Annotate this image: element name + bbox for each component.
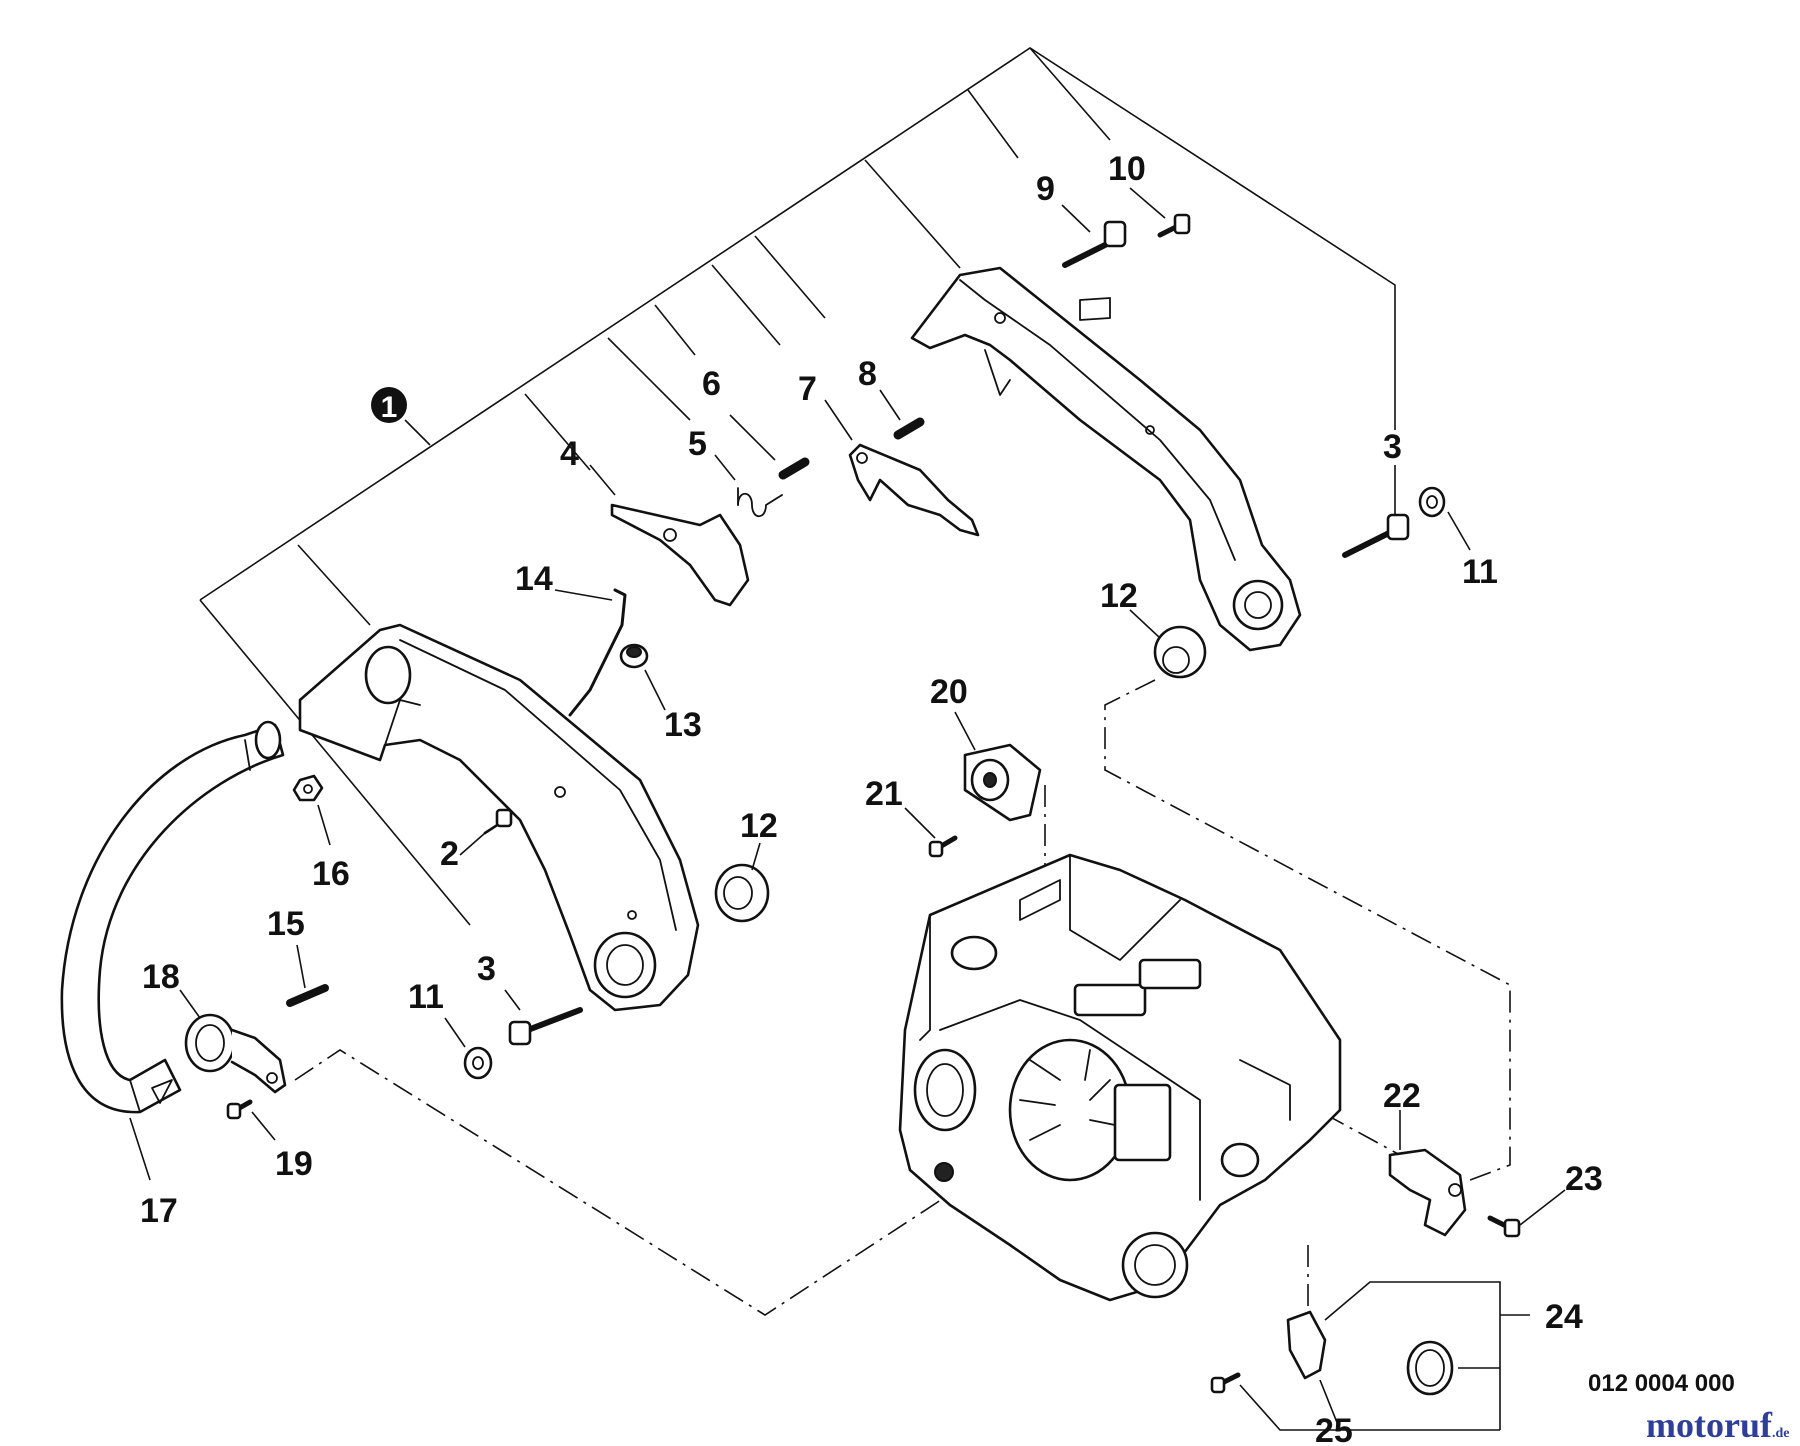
- callout-25: 25: [1315, 1412, 1353, 1444]
- part-12-damper-front: [714, 863, 770, 923]
- callout-14: 14: [515, 560, 553, 598]
- part-24-ring: [1406, 1340, 1454, 1396]
- part-20-mount: [963, 743, 1042, 822]
- part-11-washer-front: [463, 1046, 493, 1080]
- part-11-washer-rear: [1418, 486, 1446, 518]
- callout-7: 7: [798, 370, 817, 408]
- part-4-lever: [610, 503, 750, 607]
- callout-21: 21: [865, 775, 903, 813]
- part-22-bracket: [1388, 1148, 1467, 1237]
- callout-11: 11: [408, 978, 444, 1016]
- callout-4: 4: [560, 435, 579, 473]
- part-18-mount: [184, 1013, 287, 1094]
- callout-24: 24: [1545, 1298, 1583, 1336]
- callout-15: 15: [267, 905, 305, 943]
- front-handlebar: [60, 720, 285, 1114]
- callout-5: 5: [688, 425, 707, 463]
- callout-8: 8: [858, 355, 877, 393]
- part-16-nut: [292, 774, 324, 802]
- part-25-screw: [1210, 1372, 1241, 1394]
- callout-12: 12: [740, 807, 778, 845]
- part-3-bolt-front: [508, 1007, 583, 1046]
- callout-11: 11: [1462, 553, 1498, 591]
- callout-16: 16: [312, 855, 350, 893]
- callout-13: 13: [664, 706, 702, 744]
- callout-3: 3: [477, 950, 496, 988]
- callout-9: 9: [1036, 170, 1055, 208]
- part-19-screw: [226, 1099, 253, 1120]
- callout-20: 20: [930, 673, 968, 711]
- callout-23: 23: [1565, 1160, 1603, 1198]
- part-21-screw: [928, 835, 958, 858]
- part-14-rod: [568, 588, 627, 717]
- drawing-code: 012 0004 000: [1588, 1370, 1735, 1397]
- rear-handle: [910, 266, 1302, 652]
- part-10-screw: [1157, 213, 1191, 238]
- callout-6: 6: [702, 365, 721, 403]
- callout-19: 19: [275, 1145, 313, 1183]
- part-5-spring: [737, 487, 783, 518]
- assembly-callout-number: 1: [381, 391, 398, 424]
- callout-18: 18: [142, 958, 180, 996]
- callout-22: 22: [1383, 1077, 1421, 1115]
- part-9-bolt: [1062, 220, 1127, 268]
- callout-leader-lines: [129, 187, 1566, 1431]
- engine-crankcase: [898, 853, 1342, 1302]
- part-2-screw: [483, 808, 513, 835]
- part-12-damper-rear: [1153, 625, 1207, 679]
- callout-numbers: 2 3 3 4 5 6 7 8 9 10 11 11 12 12 13 14 1…: [140, 150, 1603, 1444]
- front-handle-body: [298, 623, 700, 1012]
- part-15-stud: [286, 984, 329, 1007]
- callout-17: 17: [140, 1192, 178, 1230]
- part-23-screw: [1487, 1215, 1521, 1238]
- part-24-clip: [1286, 1310, 1327, 1380]
- watermark-name: motoruf: [1646, 1405, 1772, 1445]
- callout-10: 10: [1108, 150, 1146, 188]
- assembly-bracket-lines: [199, 47, 1396, 926]
- part-8-pin: [893, 417, 925, 440]
- part-7-trigger: [848, 443, 980, 537]
- watermark-logo: motoruf.de: [1646, 1404, 1789, 1446]
- watermark-suffix: .de: [1771, 1426, 1790, 1441]
- callout-12: 12: [1100, 577, 1138, 615]
- assembly-callout-1: 1: [371, 387, 407, 424]
- callout-3: 3: [1383, 428, 1402, 466]
- part-3-bolt-rear: [1342, 513, 1410, 558]
- callout-2: 2: [440, 835, 459, 873]
- part-6-pin: [778, 457, 810, 480]
- part-13-bushing: [619, 643, 649, 669]
